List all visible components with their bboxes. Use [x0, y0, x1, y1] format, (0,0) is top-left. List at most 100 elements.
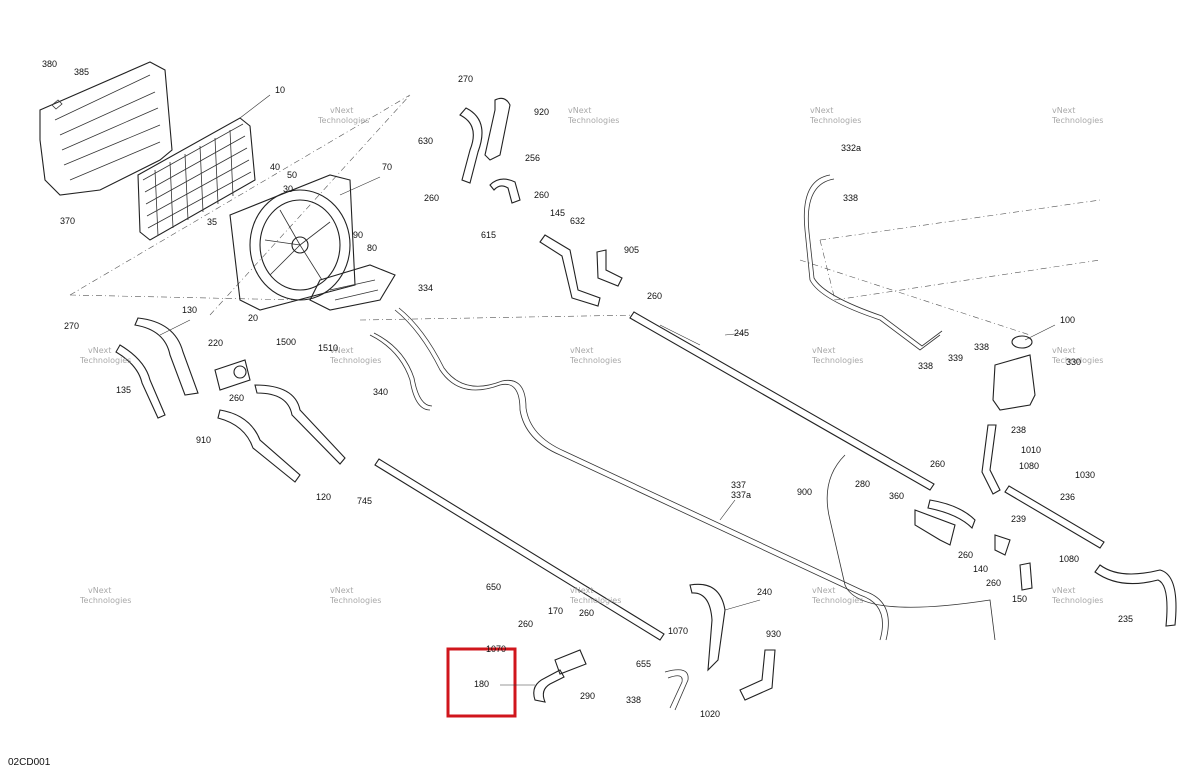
fan-assembly: [229, 174, 356, 311]
callout-330: 330: [1066, 357, 1081, 367]
hose-120: [254, 384, 346, 465]
fan-shroud: [39, 61, 173, 196]
svg-text:vNext: vNext: [330, 586, 353, 595]
callout-910: 910: [196, 435, 211, 445]
highlight-box: [446, 647, 517, 718]
callout-332a: 332a: [841, 143, 861, 153]
callout-260-g: 260: [930, 459, 945, 469]
hose-130: [134, 317, 199, 396]
pipe-650: [374, 458, 665, 641]
callout-170: 170: [548, 606, 563, 616]
hose-185: [927, 499, 976, 529]
thermostat-220: [214, 359, 251, 391]
svg-text:Technologies: Technologies: [329, 596, 381, 605]
callout-180: 180: [474, 679, 489, 689]
fitting-140: [994, 534, 1011, 556]
callout-135: 135: [116, 385, 131, 395]
svg-text:vNext: vNext: [1052, 106, 1075, 115]
hose-135: [115, 344, 166, 419]
callout-70: 70: [382, 162, 392, 172]
svg-text:Technologies: Technologies: [569, 596, 621, 605]
callout-905: 905: [624, 245, 639, 255]
svg-text:vNext: vNext: [570, 586, 593, 595]
callout-340: 340: [373, 387, 388, 397]
callout-235: 235: [1118, 614, 1133, 624]
svg-text:vNext: vNext: [812, 346, 835, 355]
radiator-core: [137, 117, 256, 241]
callout-1020: 1020: [700, 709, 720, 719]
svg-text:vNext: vNext: [1052, 346, 1075, 355]
callout-745: 745: [357, 496, 372, 506]
fan-guard: [309, 264, 396, 311]
svg-text:vNext: vNext: [570, 346, 593, 355]
callout-350a: 900: [797, 487, 812, 497]
leader-lines: [159, 94, 1056, 686]
hose-905: [596, 249, 623, 287]
callout-145: 145: [550, 208, 565, 218]
reservoir-330: [992, 335, 1036, 411]
line-340: [369, 332, 433, 411]
callout-245: 245: [734, 328, 749, 338]
callout-334: 334: [418, 283, 433, 293]
svg-text:vNext: vNext: [1052, 586, 1075, 595]
hose-235: [1094, 564, 1177, 627]
callout-1030: 1030: [1075, 470, 1095, 480]
svg-text:vNext: vNext: [88, 346, 111, 355]
callout-1070-b: 1070: [486, 644, 506, 654]
line-350a: [826, 454, 996, 641]
svg-text:Technologies: Technologies: [79, 356, 131, 365]
callout-290: 290: [580, 691, 595, 701]
hose-180: [533, 669, 565, 703]
callout-1080-b: 1080: [1059, 554, 1079, 564]
callout-360: 280: [855, 479, 870, 489]
callout-615: 615: [481, 230, 496, 240]
callout-260-f: 260: [518, 619, 533, 629]
svg-text:Technologies: Technologies: [569, 356, 621, 365]
hose-256: [489, 178, 521, 204]
callout-238: 238: [1011, 425, 1026, 435]
callout-1500: 1500: [276, 337, 296, 347]
hose-920: [484, 97, 511, 161]
callout-260-e: 260: [579, 608, 594, 618]
callout-650: 650: [486, 582, 501, 592]
callout-630: 630: [418, 136, 433, 146]
callout-337: 337: [731, 480, 746, 490]
diagram-reference-code: 02CD001: [8, 757, 51, 768]
hose-900: [914, 509, 956, 546]
assembly-outlines: [69, 94, 1101, 336]
callout-239: 239: [1011, 514, 1026, 524]
callout-655: 655: [636, 659, 651, 669]
svg-text:Technologies: Technologies: [567, 116, 619, 125]
callout-260-h: 260: [958, 550, 973, 560]
svg-text:Technologies: Technologies: [811, 596, 863, 605]
svg-text:Technologies: Technologies: [79, 596, 131, 605]
svg-text:Technologies: Technologies: [1051, 596, 1103, 605]
callout-338-b: 338: [843, 193, 858, 203]
callout-930: 930: [766, 629, 781, 639]
callout-220: 220: [208, 338, 223, 348]
svg-text:vNext: vNext: [330, 346, 353, 355]
svg-text:Technologies: Technologies: [329, 356, 381, 365]
callout-140: 140: [973, 564, 988, 574]
callout-370: 370: [60, 216, 75, 226]
callout-270-b: 270: [458, 74, 473, 84]
callout-260-c: 260: [534, 190, 549, 200]
connector-150: [1019, 562, 1033, 591]
svg-text:vNext: vNext: [330, 106, 353, 115]
pipe-245: [629, 311, 935, 491]
callout-256: 256: [525, 153, 540, 163]
line-332a: [803, 174, 943, 351]
svg-text:vNext: vNext: [568, 106, 591, 115]
callout-80: 80: [367, 243, 377, 253]
svg-text:Technologies: Technologies: [811, 356, 863, 365]
hose-910: [217, 409, 301, 483]
callout-338-c: 338: [974, 342, 989, 352]
callout-120: 120: [316, 492, 331, 502]
hose-1010: [981, 424, 1001, 495]
callout-20: 20: [248, 313, 258, 323]
svg-text:vNext: vNext: [812, 586, 835, 595]
svg-text:Technologies: Technologies: [1051, 356, 1103, 365]
callout-380: 380: [42, 59, 57, 69]
svg-text:vNext: vNext: [88, 586, 111, 595]
